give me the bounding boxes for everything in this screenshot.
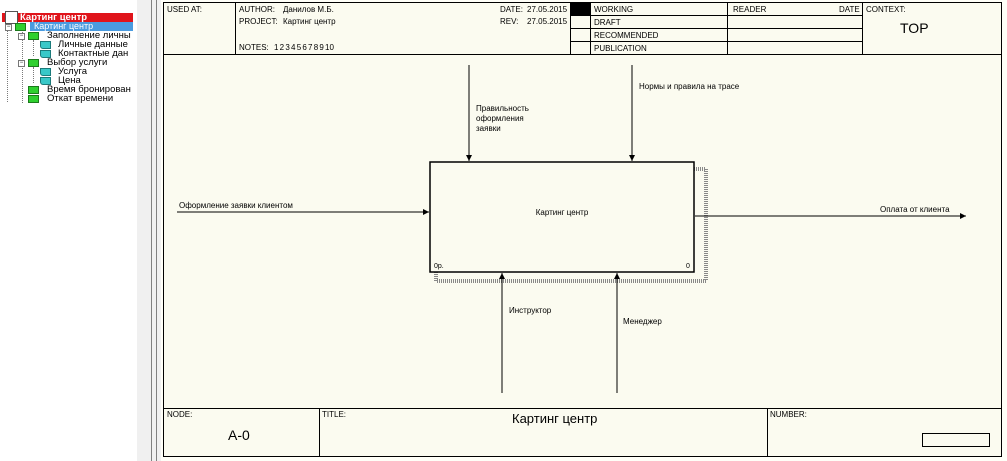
tree-connector (33, 67, 34, 83)
status-row-line (570, 15, 862, 16)
tree-item[interactable]: Личные данные (40, 40, 137, 50)
date-label: DATE: (500, 5, 523, 14)
activity-icon (28, 32, 39, 40)
tree-item-label: Откат времени (47, 93, 114, 104)
status-row-line (570, 41, 862, 42)
control-label-1-line-2: оформления (476, 114, 524, 123)
control-label-1-line-1: Правильность (476, 104, 529, 113)
author-value: Данилов М.Б. (283, 5, 334, 14)
leaf-activity-icon (40, 50, 51, 58)
date-column-label: DATE (839, 5, 860, 14)
diagram-canvas[interactable]: USED AT: AUTHOR: Данилов М.Б. PROJECT: К… (161, 0, 1007, 461)
status-row-line (570, 28, 862, 29)
rev-label: REV: (500, 17, 519, 26)
node-value: A-0 (228, 427, 250, 443)
footer-divider (319, 408, 320, 456)
idef0-sheet: USED AT: AUTHOR: Данилов М.Б. PROJECT: К… (163, 2, 1002, 457)
collapse-icon[interactable]: − (5, 24, 12, 31)
output-label: Оплата от клиента (880, 205, 950, 214)
context-value: TOP (900, 20, 929, 36)
author-label: AUTHOR: (239, 5, 275, 14)
notes-value: 1 2 3 4 5 6 7 8 9 10 (274, 43, 334, 52)
reader-label: READER (733, 5, 767, 14)
used-at-label: USED AT: (167, 5, 202, 14)
status-publication: PUBLICATION (594, 44, 647, 53)
mechanism-label-2: Менеджер (623, 317, 662, 326)
project-label: PROJECT: (239, 17, 278, 26)
tree-item-label: Выбор услуги (47, 57, 108, 68)
tree-item-label: Время бронирован (47, 84, 131, 95)
footer-divider (767, 408, 768, 456)
activity-icon (15, 23, 26, 31)
activity-box[interactable] (429, 161, 695, 273)
tree-root-item[interactable]: Картинг центр (2, 12, 133, 23)
tree-item[interactable]: Услуга (40, 67, 137, 77)
activity-box-number: 0 (686, 263, 690, 270)
model-root-icon (5, 11, 18, 24)
number-label: NUMBER: (770, 410, 807, 419)
tree-item-label: Картинг центр (34, 21, 94, 31)
activity-box-cost: 0р. (434, 263, 444, 270)
control-label-2: Нормы и правила на трасе (639, 82, 740, 91)
tree-connector (7, 22, 8, 102)
collapse-icon[interactable]: − (18, 33, 25, 40)
splitter-edge (156, 0, 157, 461)
model-explorer-tree[interactable]: Картинг центр − Картинг центр − Заполнен… (0, 0, 137, 461)
tree-item[interactable]: Время бронирован (28, 85, 137, 95)
header-border (164, 54, 1001, 55)
number-box (922, 433, 990, 447)
pane-splitter[interactable] (137, 0, 161, 461)
idef0-diagram: Картинг центр 0р. 0 Правильность оформле… (177, 65, 966, 393)
working-marker (571, 3, 590, 15)
mechanism-label-1: Инструктор (509, 306, 552, 315)
tree-item-label: Личные данные (58, 39, 128, 50)
activity-icon (28, 59, 39, 67)
input-label: Оформление заявки клиентом (179, 201, 293, 210)
tree-item-label: Цена (58, 75, 81, 86)
status-working: WORKING (594, 5, 634, 14)
tree-connector (33, 40, 34, 56)
tree-item-label: Заполнение личны (47, 30, 131, 41)
header-divider (862, 3, 863, 54)
tree-item[interactable]: − Заполнение личны (18, 31, 137, 41)
leaf-activity-icon (40, 41, 51, 49)
tree-item[interactable]: Контактные дан (40, 49, 137, 59)
leaf-activity-icon (40, 68, 51, 76)
rev-value: 27.05.2015 (527, 17, 568, 26)
leaf-activity-icon (40, 77, 51, 85)
collapse-icon[interactable]: − (18, 60, 25, 67)
tree-item-selected[interactable]: Картинг центр (30, 21, 133, 31)
tree-item-label: Услуга (58, 66, 87, 77)
tree-item[interactable]: Откат времени (28, 94, 137, 104)
control-label-1-line-3: заявки (476, 124, 501, 133)
title-value: Картинг центр (512, 411, 598, 426)
tree-item[interactable]: Цена (40, 76, 137, 86)
footer-border (164, 408, 1001, 409)
tree-item[interactable]: − Выбор услуги (18, 58, 137, 68)
node-label: NODE: (167, 410, 193, 419)
date-value: 27.05.2015 (527, 5, 568, 14)
project-value: Картинг центр (283, 17, 336, 26)
splitter-edge (151, 0, 152, 461)
activity-icon (28, 86, 39, 94)
activity-box-label: Картинг центр (536, 208, 589, 217)
status-recommended: RECOMMENDED (594, 31, 659, 40)
tree-root-label: Картинг центр (20, 12, 88, 23)
tree-item-label: Контактные дан (58, 48, 129, 59)
notes-label: NOTES: (239, 43, 269, 52)
header-divider (235, 3, 236, 54)
title-label: TITLE: (322, 410, 347, 419)
activity-icon (28, 95, 39, 103)
status-draft: DRAFT (594, 18, 621, 27)
context-label: CONTEXT: (866, 5, 906, 14)
